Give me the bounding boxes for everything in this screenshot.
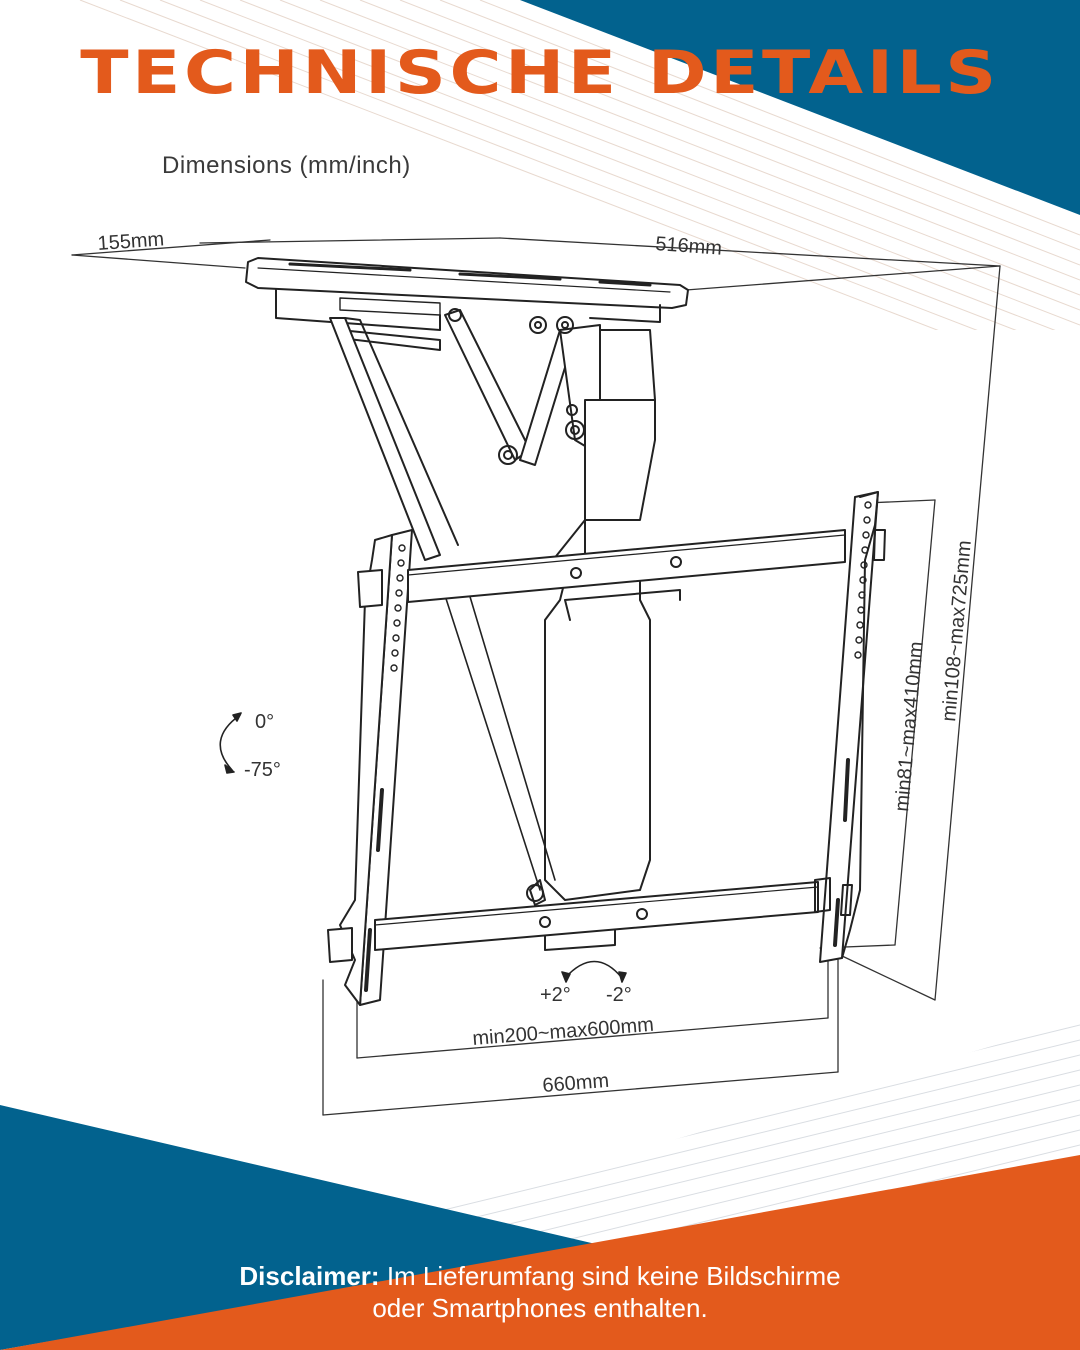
disclaimer: Disclaimer: Im Lieferumfang sind keine B… <box>0 1260 1080 1324</box>
total-height-dimension-label: min108~max725mm <box>938 539 976 722</box>
swivel-arrow-icon <box>561 960 627 983</box>
bottom-dimension-lines <box>322 954 839 1116</box>
center-spine <box>439 579 651 951</box>
disclaimer-text-line2: oder Smartphones enthalten. <box>372 1293 708 1323</box>
tilt-arrow-icon <box>219 712 242 774</box>
swivel-right-label: -2° <box>606 984 632 1006</box>
scissor-arms <box>329 308 656 571</box>
ceiling-plate <box>245 257 689 351</box>
swivel-left-label: +2° <box>540 984 571 1006</box>
bottom-orange-band <box>0 1155 1080 1350</box>
plate-width-dimension-label: 516mm <box>655 233 723 260</box>
bottom-left-blue-triangle <box>0 1105 600 1350</box>
left-vertical-rail <box>327 529 413 1006</box>
dimensions-subtitle: Dimensions (mm/inch) <box>162 152 411 179</box>
frame-width-dimension-label: 660mm <box>542 1070 610 1097</box>
disclaimer-text-line1: Im Lieferumfang sind keine Bildschirme <box>379 1261 841 1291</box>
disclaimer-label: Disclaimer: <box>239 1261 380 1291</box>
tilt-top-label: 0° <box>255 711 274 733</box>
page-title: TECHNISCHE DETAILS <box>80 38 1000 108</box>
bottom-horizontal-bar <box>374 877 831 951</box>
depth-dimension-label: 155mm <box>97 228 165 255</box>
vesa-height-dimension-label: min81~max410mm <box>891 641 928 813</box>
tilt-bottom-label: -75° <box>244 759 281 781</box>
top-right-blue-triangle <box>520 0 1080 215</box>
top-dimension-lines <box>71 237 1001 291</box>
vesa-width-dimension-label: min200~max600mm <box>472 1014 655 1050</box>
top-horizontal-bar <box>407 529 846 621</box>
right-vertical-rail <box>819 491 886 963</box>
